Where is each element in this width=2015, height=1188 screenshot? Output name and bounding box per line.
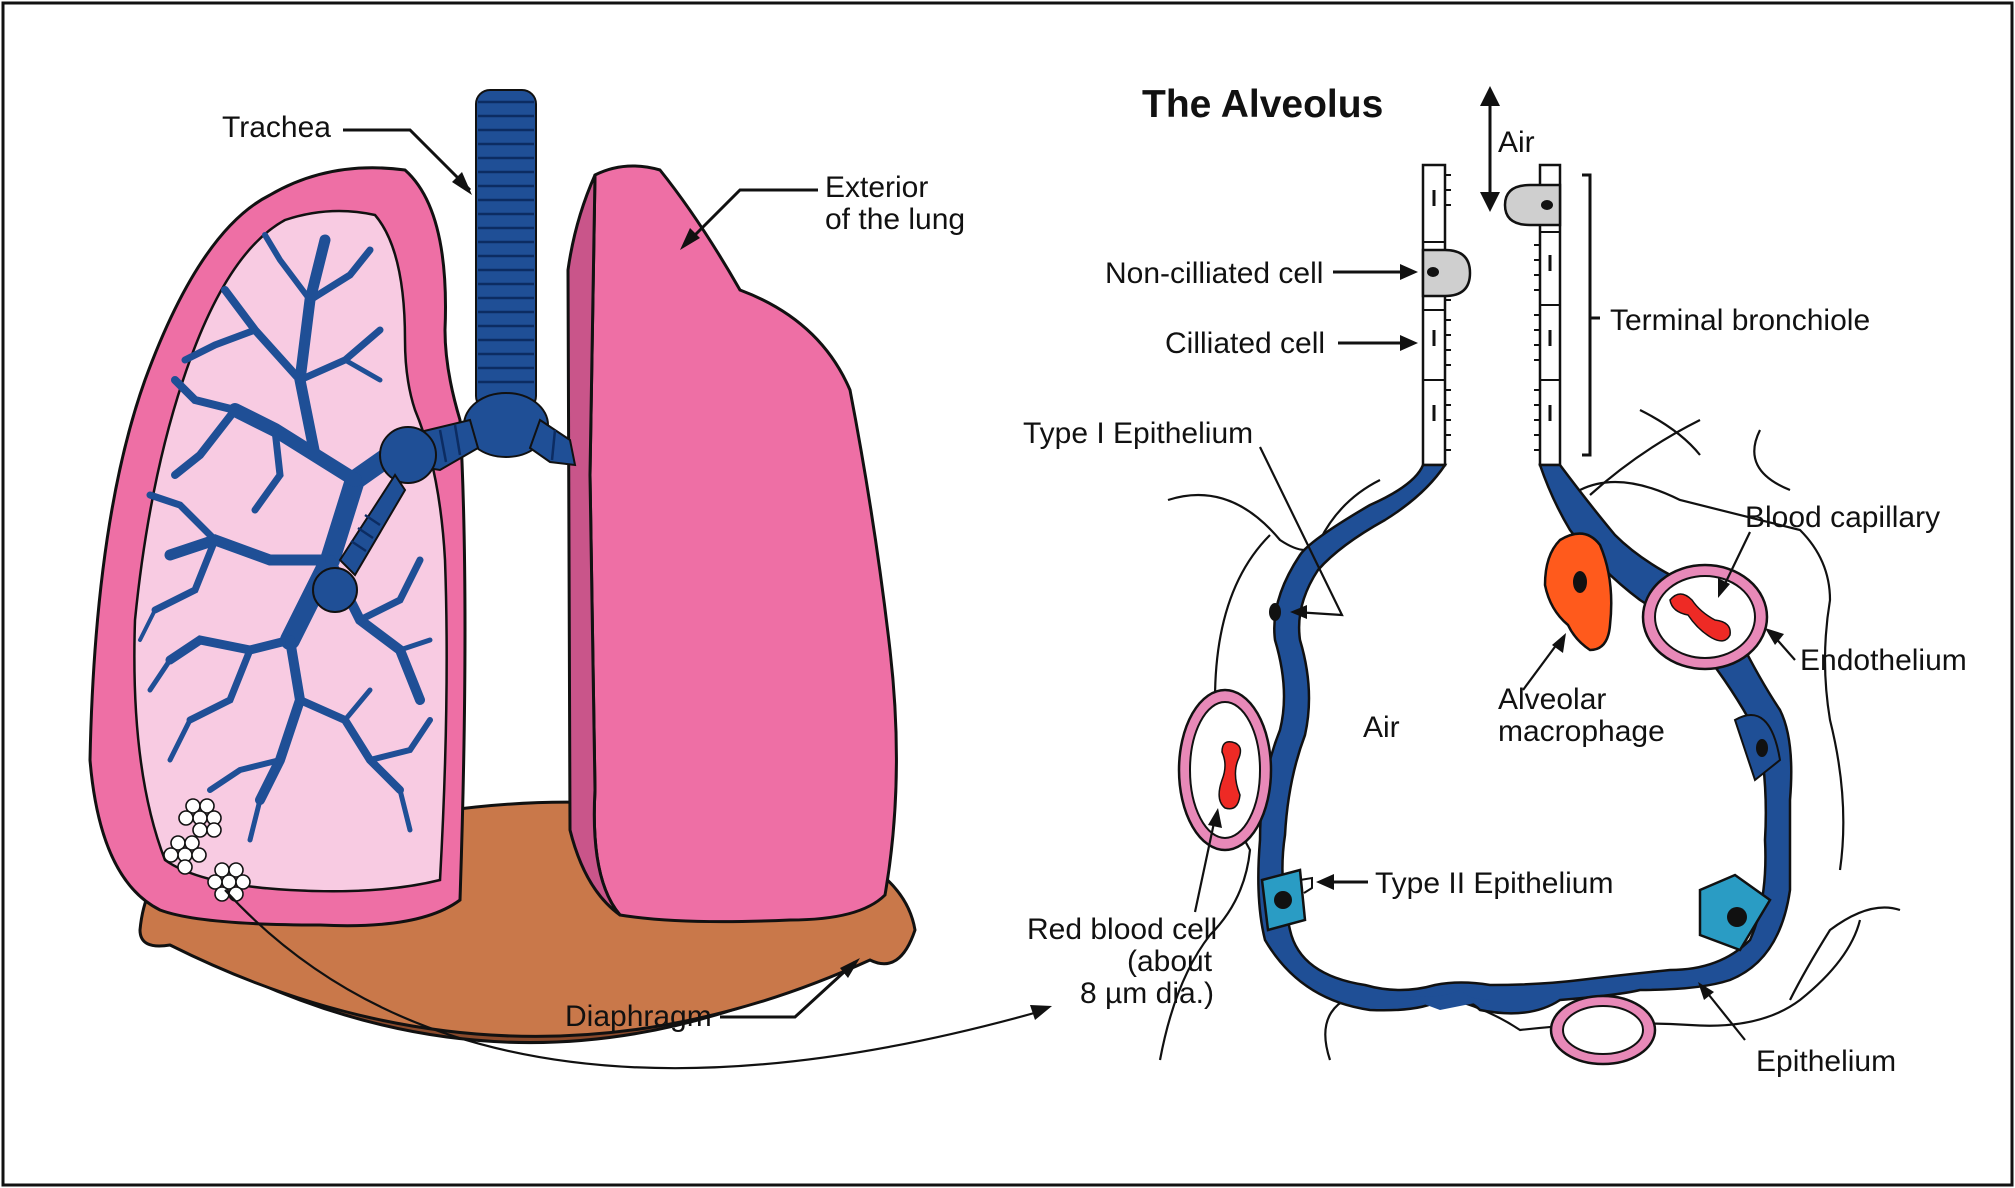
trachea-label: Trachea <box>222 111 331 144</box>
red-blood-cell-label-line3: 8 µm dia.) <box>1080 977 1214 1010</box>
left-capillary <box>1179 690 1271 850</box>
type-i-epithelium-label: Type I Epithelium <box>1023 417 1253 450</box>
air-top-label: Air <box>1498 126 1535 159</box>
terminal-bronchiole-label: Terminal bronchiole <box>1610 304 1870 337</box>
endothelium-label: Endothelium <box>1800 644 1967 677</box>
ciliated-cell-label: Cilliated cell <box>1165 327 1325 360</box>
right-capillary <box>1643 565 1767 669</box>
non-ciliated-cell-label: Non-cilliated cell <box>1105 257 1323 290</box>
macrophage-label-line2: macrophage <box>1498 715 1665 748</box>
red-blood-cell-label-line2: (about <box>1127 945 1213 978</box>
exterior-label-line2: of the lung <box>825 203 965 236</box>
macrophage-label-line1: Alveolar <box>1498 683 1606 716</box>
type-ii-epithelium-label: Type II Epithelium <box>1375 867 1613 900</box>
diaphragm-label: Diaphragm <box>565 1000 712 1033</box>
exterior-label-line1: Exterior <box>825 171 928 204</box>
diagram-title: The Alveolus <box>1142 83 1383 126</box>
air-center-label: Air <box>1363 711 1400 744</box>
red-blood-cell-label-line1: Red blood cell <box>1027 913 1217 946</box>
epithelium-label: Epithelium <box>1756 1045 1896 1078</box>
blood-capillary-label: Blood capillary <box>1745 501 1940 534</box>
